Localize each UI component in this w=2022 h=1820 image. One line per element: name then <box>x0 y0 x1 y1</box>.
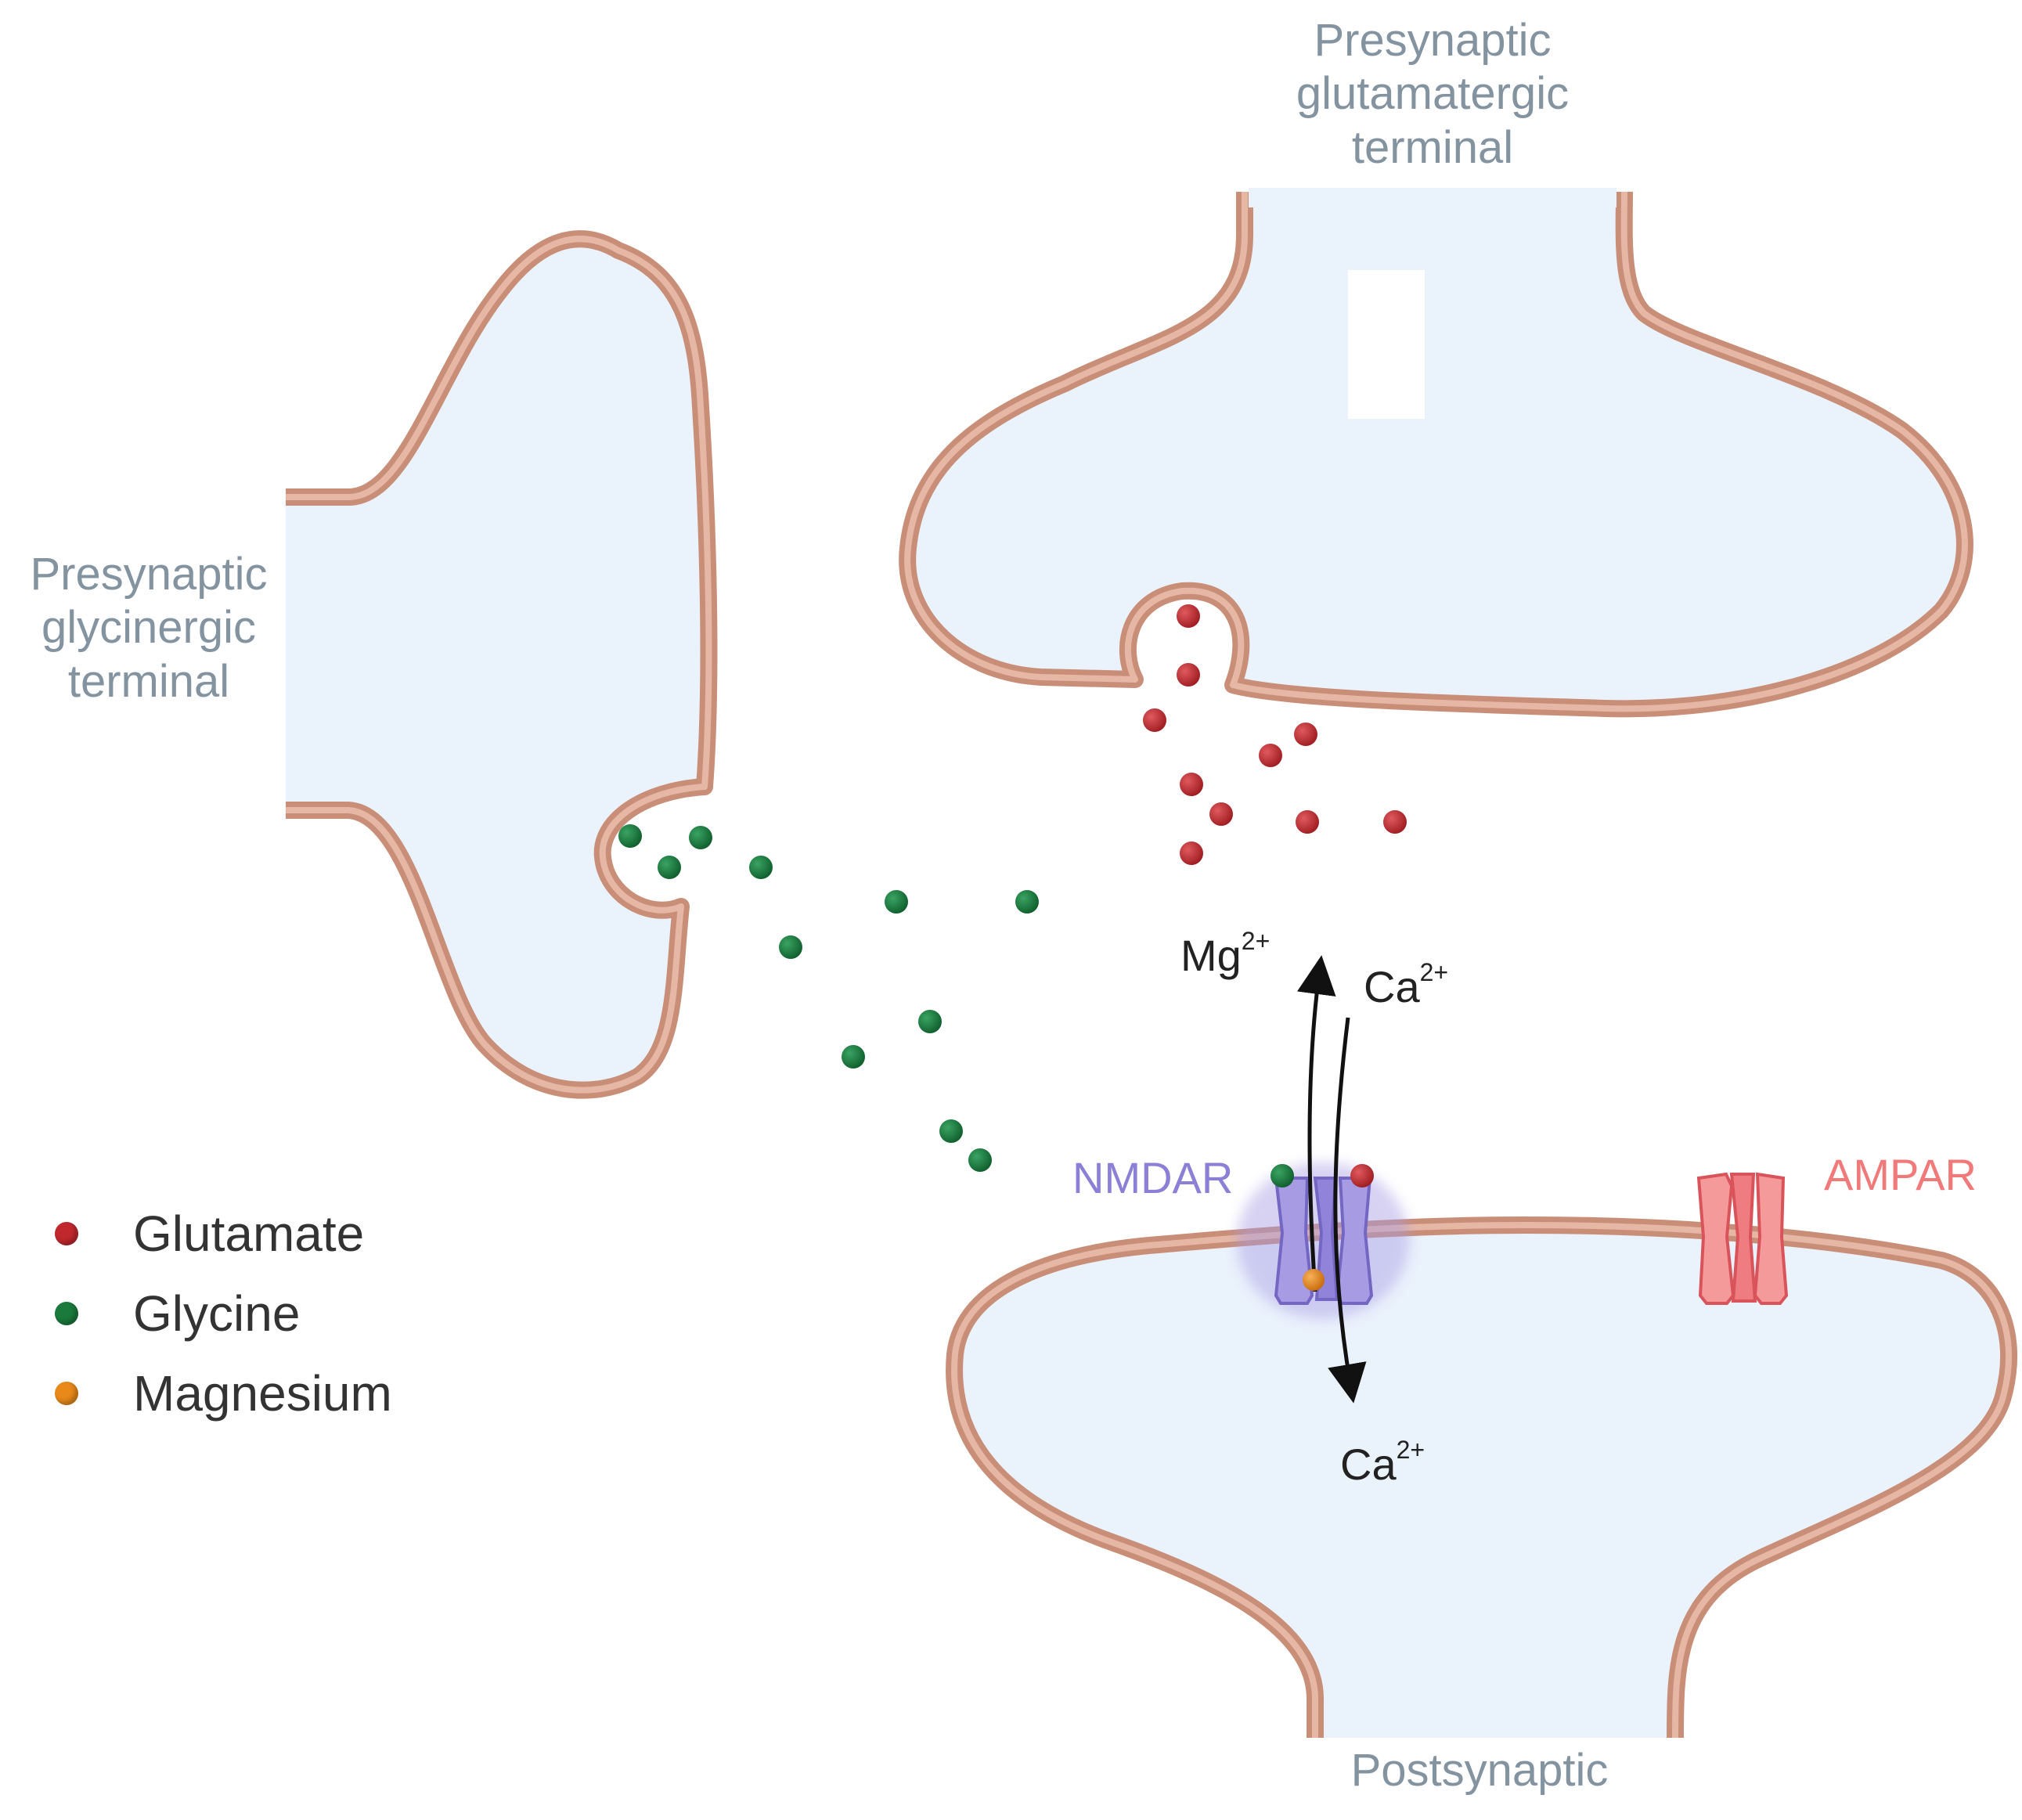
glutamate-molecule <box>1180 773 1203 796</box>
glutamate-bound-nmdar <box>1350 1164 1374 1188</box>
glycine-molecule <box>689 826 712 849</box>
glycine-molecule <box>1015 890 1039 914</box>
glutamatergic-terminal-label: Presynaptic glutamatergic terminal <box>1296 15 1570 173</box>
glutamate-molecule <box>1296 810 1319 834</box>
postsynaptic-terminal <box>946 1216 2018 1739</box>
glutamate-legend-dot <box>55 1222 78 1245</box>
glutamate-molecule <box>1259 744 1282 767</box>
glycinergic-terminal-membrane <box>286 230 718 1099</box>
glycine-molecule <box>885 890 908 914</box>
glutamate-molecule <box>1180 842 1203 865</box>
glycine-molecules <box>618 824 1294 1188</box>
ca-ion-inside-label: Ca2+ <box>1340 1436 1425 1489</box>
glycine-molecule <box>618 824 642 848</box>
glycine-molecule <box>939 1119 963 1143</box>
magnesium-legend-dot <box>55 1382 78 1405</box>
nmdar-label: NMDAR <box>1072 1153 1234 1202</box>
ca-inflow-arrow <box>1328 1017 1367 1404</box>
glutamatergic-terminal-membrane <box>899 191 1973 718</box>
legend-item-glutamate: Glutamate <box>55 1194 392 1274</box>
glutamate-molecule <box>1209 802 1233 826</box>
glycine-molecule <box>918 1010 942 1033</box>
glycine-legend-dot <box>55 1302 78 1325</box>
ampar-channel <box>1696 1172 1789 1305</box>
glycine-molecule <box>968 1148 992 1172</box>
legend-label: Glutamate <box>133 1206 365 1262</box>
mg-ion-label: Mg2+ <box>1180 927 1271 980</box>
legend-item-glycine: Glycine <box>55 1274 392 1353</box>
glycinergic-terminal <box>286 230 718 1099</box>
glutamate-molecule <box>1143 708 1166 732</box>
glycine-molecule <box>779 935 802 959</box>
white-vesicle-rect <box>1348 270 1425 419</box>
ampar-label: AMPAR <box>1824 1150 1977 1199</box>
legend-item-magnesium: Magnesium <box>55 1353 392 1433</box>
postsynaptic-label: Postsynaptic <box>1350 1745 1609 1796</box>
glutamate-molecule <box>1177 663 1200 687</box>
legend: Glutamate Glycine Magnesium <box>55 1194 392 1433</box>
ca-ion-outside-label: Ca2+ <box>1364 958 1449 1011</box>
postsynaptic-membrane <box>946 1216 2018 1739</box>
glutamate-molecules <box>1143 604 1407 1188</box>
glutamate-molecule <box>1177 604 1200 628</box>
nmdar-channel <box>1237 1162 1409 1319</box>
glycine-molecule <box>658 856 681 879</box>
glycinergic-terminal-label: Presynaptic glycinergic terminal <box>30 549 268 707</box>
glutamatergic-terminal <box>899 188 1973 718</box>
cytoplasm-gap <box>1249 188 1617 207</box>
glycine-bound-nmdar <box>1271 1164 1294 1188</box>
mg-outflow-arrow <box>1296 955 1336 1292</box>
legend-label: Glycine <box>133 1285 301 1342</box>
glycine-molecule <box>749 856 773 879</box>
legend-label: Magnesium <box>133 1365 392 1422</box>
magnesium-ion <box>1303 1269 1325 1291</box>
glutamate-molecule <box>1294 723 1317 746</box>
glycine-molecule <box>842 1045 865 1069</box>
glutamate-molecule <box>1383 810 1407 834</box>
